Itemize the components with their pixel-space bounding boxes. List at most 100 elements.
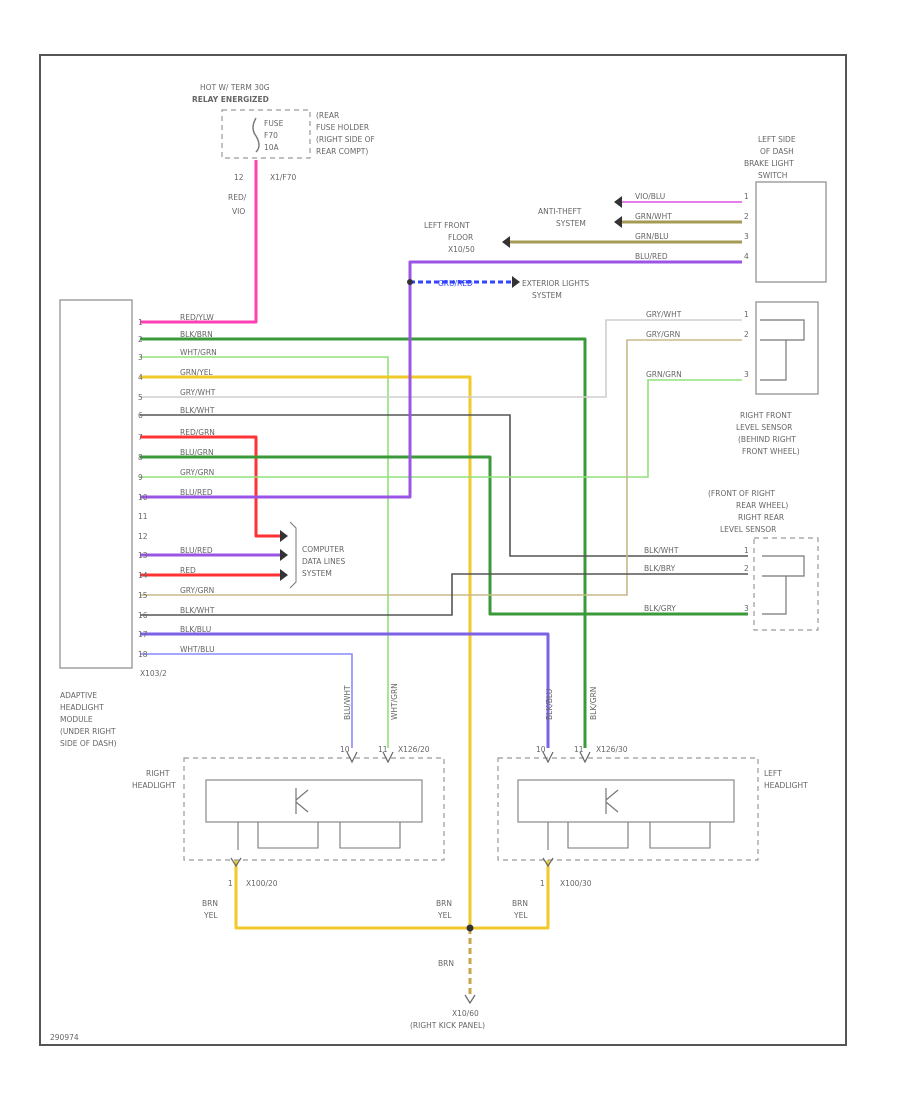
wire-pin15-gry-grn: [140, 339, 742, 596]
brake-switch-pins: 1 2 3 4: [744, 192, 749, 261]
svg-text:LEVEL SENSOR: LEVEL SENSOR: [720, 525, 776, 534]
svg-text:FLOOR: FLOOR: [448, 233, 473, 242]
left-headlight-connector: X126/30: [596, 745, 628, 754]
module-pin-1: 1: [138, 318, 143, 327]
module-wire-label-7: RED/GRN: [180, 428, 215, 437]
wire-pin3-wht-grn: [140, 356, 389, 748]
svg-text:GRY/GRN: GRY/GRN: [646, 330, 680, 339]
ground-connector: X10/60: [452, 1009, 479, 1018]
module-wire-label-16: BLK/WHT: [180, 606, 215, 615]
feed-wire-color-1: RED/: [228, 193, 247, 202]
svg-text:FRONT WHEEL): FRONT WHEEL): [742, 447, 800, 456]
svg-text:RIGHT REAR: RIGHT REAR: [738, 513, 784, 522]
exterior-lights-label-1: EXTERIOR LIGHTS: [522, 279, 589, 288]
svg-text:FUSE HOLDER: FUSE HOLDER: [316, 123, 369, 132]
ground-trunk-wire: BRN: [438, 959, 454, 968]
ground-center-wire-1: BRN: [436, 899, 452, 908]
svg-text:OF DASH: OF DASH: [760, 147, 794, 156]
svg-text:2: 2: [744, 564, 749, 573]
svg-text:1: 1: [744, 192, 749, 201]
module-connector-label: X103/2: [140, 669, 167, 678]
wire-pin1-red-ylw: [140, 160, 258, 324]
svg-text:BRAKE LIGHT: BRAKE LIGHT: [744, 159, 794, 168]
splice-purple: [407, 279, 413, 285]
wire-pin5-gry-wht: [140, 319, 742, 398]
right-headlight-pin-11: 11: [378, 745, 388, 754]
module-wire-label-10: BLU/RED: [180, 488, 213, 497]
left-headlight-pin-1: 1: [540, 879, 545, 888]
wire-pin2-blk-brn: [140, 337, 587, 748]
ground-right-wire-1: BRN: [202, 899, 218, 908]
module-pin-8: 8: [138, 453, 143, 462]
left-headlight-transistor: [605, 788, 619, 814]
svg-text:GRN/BLU: GRN/BLU: [635, 232, 669, 241]
brake-switch-label: LEFT SIDE OF DASH BRAKE LIGHT SWITCH: [744, 135, 796, 180]
svg-text:SIDE OF DASH): SIDE OF DASH): [60, 739, 117, 748]
anti-theft-label-1: ANTI-THEFT: [538, 207, 582, 216]
module-wire-label-5: GRY/WHT: [180, 388, 216, 397]
svg-text:BLK/GRY: BLK/GRY: [644, 604, 676, 613]
svg-text:3: 3: [744, 232, 749, 241]
fuse-name: FUSE: [264, 119, 284, 128]
module-wire-labels: RED/YLWBLK/BRNWHT/GRNGRN/YELGRY/WHTBLK/W…: [180, 313, 217, 654]
module-wire-label-4: GRN/YEL: [180, 368, 213, 377]
svg-text:REAR WHEEL): REAR WHEEL): [736, 501, 788, 510]
left-headlight-outline: [497, 757, 759, 861]
module-pin-2: 2: [138, 335, 143, 344]
ground-location: (RIGHT KICK PANEL): [410, 1021, 485, 1030]
svg-text:GRN/GRN: GRN/GRN: [646, 370, 682, 379]
module-pin-9: 9: [138, 473, 143, 482]
module-pin-16: 16: [138, 611, 148, 620]
feed-wire-size: 12: [234, 173, 244, 182]
module-wire-label-2: BLK/BRN: [180, 330, 213, 339]
module-wire-label-6: BLK/WHT: [180, 406, 215, 415]
left-headlight-label-2: HEADLIGHT: [764, 781, 808, 790]
left-headlight-motors: [547, 822, 711, 850]
svg-text:SWITCH: SWITCH: [758, 171, 787, 180]
right-headlight-connector: X126/20: [398, 745, 430, 754]
svg-text:DATA LINES: DATA LINES: [302, 557, 345, 566]
module-pin-3: 3: [138, 353, 143, 362]
svg-text:BLK/BRY: BLK/BRY: [644, 564, 676, 573]
module-label: ADAPTIVE HEADLIGHT MODULE (UNDER RIGHT S…: [60, 691, 117, 748]
svg-text:REAR COMPT): REAR COMPT): [316, 147, 368, 156]
module-wire-label-15: GRY/GRN: [180, 586, 214, 595]
svg-text:LEVEL SENSOR: LEVEL SENSOR: [736, 423, 792, 432]
module-pin-14: 14: [138, 571, 148, 580]
svg-text:3: 3: [744, 604, 749, 613]
svg-text:MODULE: MODULE: [60, 715, 93, 724]
vwire-label-blk-blu: BLK/BLU: [545, 689, 554, 720]
svg-text:BLU/RED: BLU/RED: [635, 252, 668, 261]
fuse-holder-label: (REAR FUSE HOLDER (RIGHT SIDE OF REAR CO…: [316, 111, 375, 156]
module-pin-15: 15: [138, 591, 148, 600]
vwire-label-wht-grn: WHT/GRN: [390, 683, 399, 720]
module-wire-label-3: WHT/GRN: [180, 348, 217, 357]
rear-sensor-wire-labels: BLK/WHT BLK/BRY BLK/GRY: [644, 546, 679, 613]
svg-text:RIGHT FRONT: RIGHT FRONT: [740, 411, 792, 420]
exterior-wire-label: GRU/RED: [438, 279, 473, 288]
module-pin-7: 7: [138, 433, 143, 442]
left-headlight-label-1: LEFT: [764, 769, 782, 778]
computer-bracket: [289, 521, 297, 589]
svg-text:ADAPTIVE: ADAPTIVE: [60, 691, 97, 700]
right-headlight-label-2: HEADLIGHT: [132, 781, 176, 790]
front-sensor-symbol: [760, 319, 805, 381]
front-sensor-pins: 1 2 3: [744, 310, 749, 379]
left-headlight-control-unit: [517, 779, 735, 823]
brake-switch-wire-labels: VIO/BLU GRN/WHT GRN/BLU BLU/RED: [635, 192, 672, 261]
wire-pin7-red-grn: [140, 435, 282, 538]
anti-theft-label-2: SYSTEM: [556, 219, 586, 228]
right-headlight-pin-1: 1: [228, 879, 233, 888]
ground-right-wire-2: YEL: [203, 911, 218, 920]
left-headlight-terminals: [542, 751, 591, 868]
computer-arrows: [280, 530, 288, 581]
module-pin-17: 17: [138, 630, 148, 639]
rear-sensor-symbol: [762, 555, 805, 615]
ground-splice: [466, 924, 474, 932]
module-pin-18: 18: [138, 650, 148, 659]
module-pin-4: 4: [138, 373, 143, 382]
svg-text:BLK/WHT: BLK/WHT: [644, 546, 679, 555]
brake-light-switch: [755, 181, 827, 283]
svg-text:LEFT FRONT: LEFT FRONT: [424, 221, 470, 230]
